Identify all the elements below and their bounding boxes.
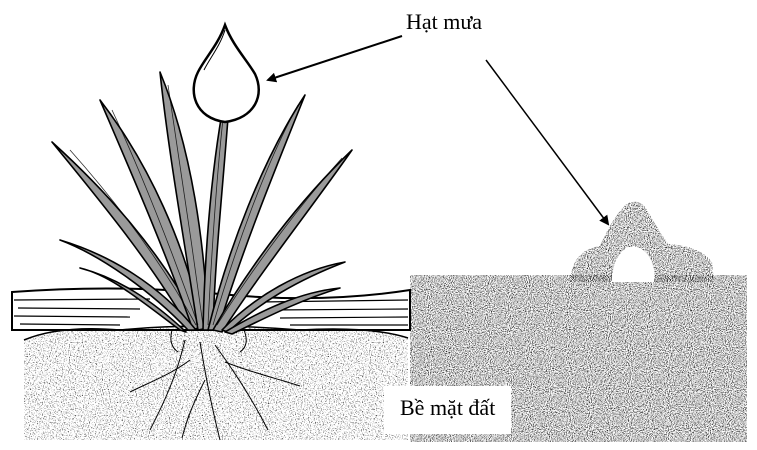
raindrop-label: Hạt mưa [406, 10, 482, 34]
ground-surface-label: Bề mặt đất [384, 386, 511, 434]
arrow-to-left-raindrop [268, 36, 402, 80]
soil-mound [24, 326, 408, 440]
arrow-to-splash [486, 60, 608, 224]
vegetated-soil-panel [12, 25, 410, 440]
raindrop-left [194, 25, 259, 122]
